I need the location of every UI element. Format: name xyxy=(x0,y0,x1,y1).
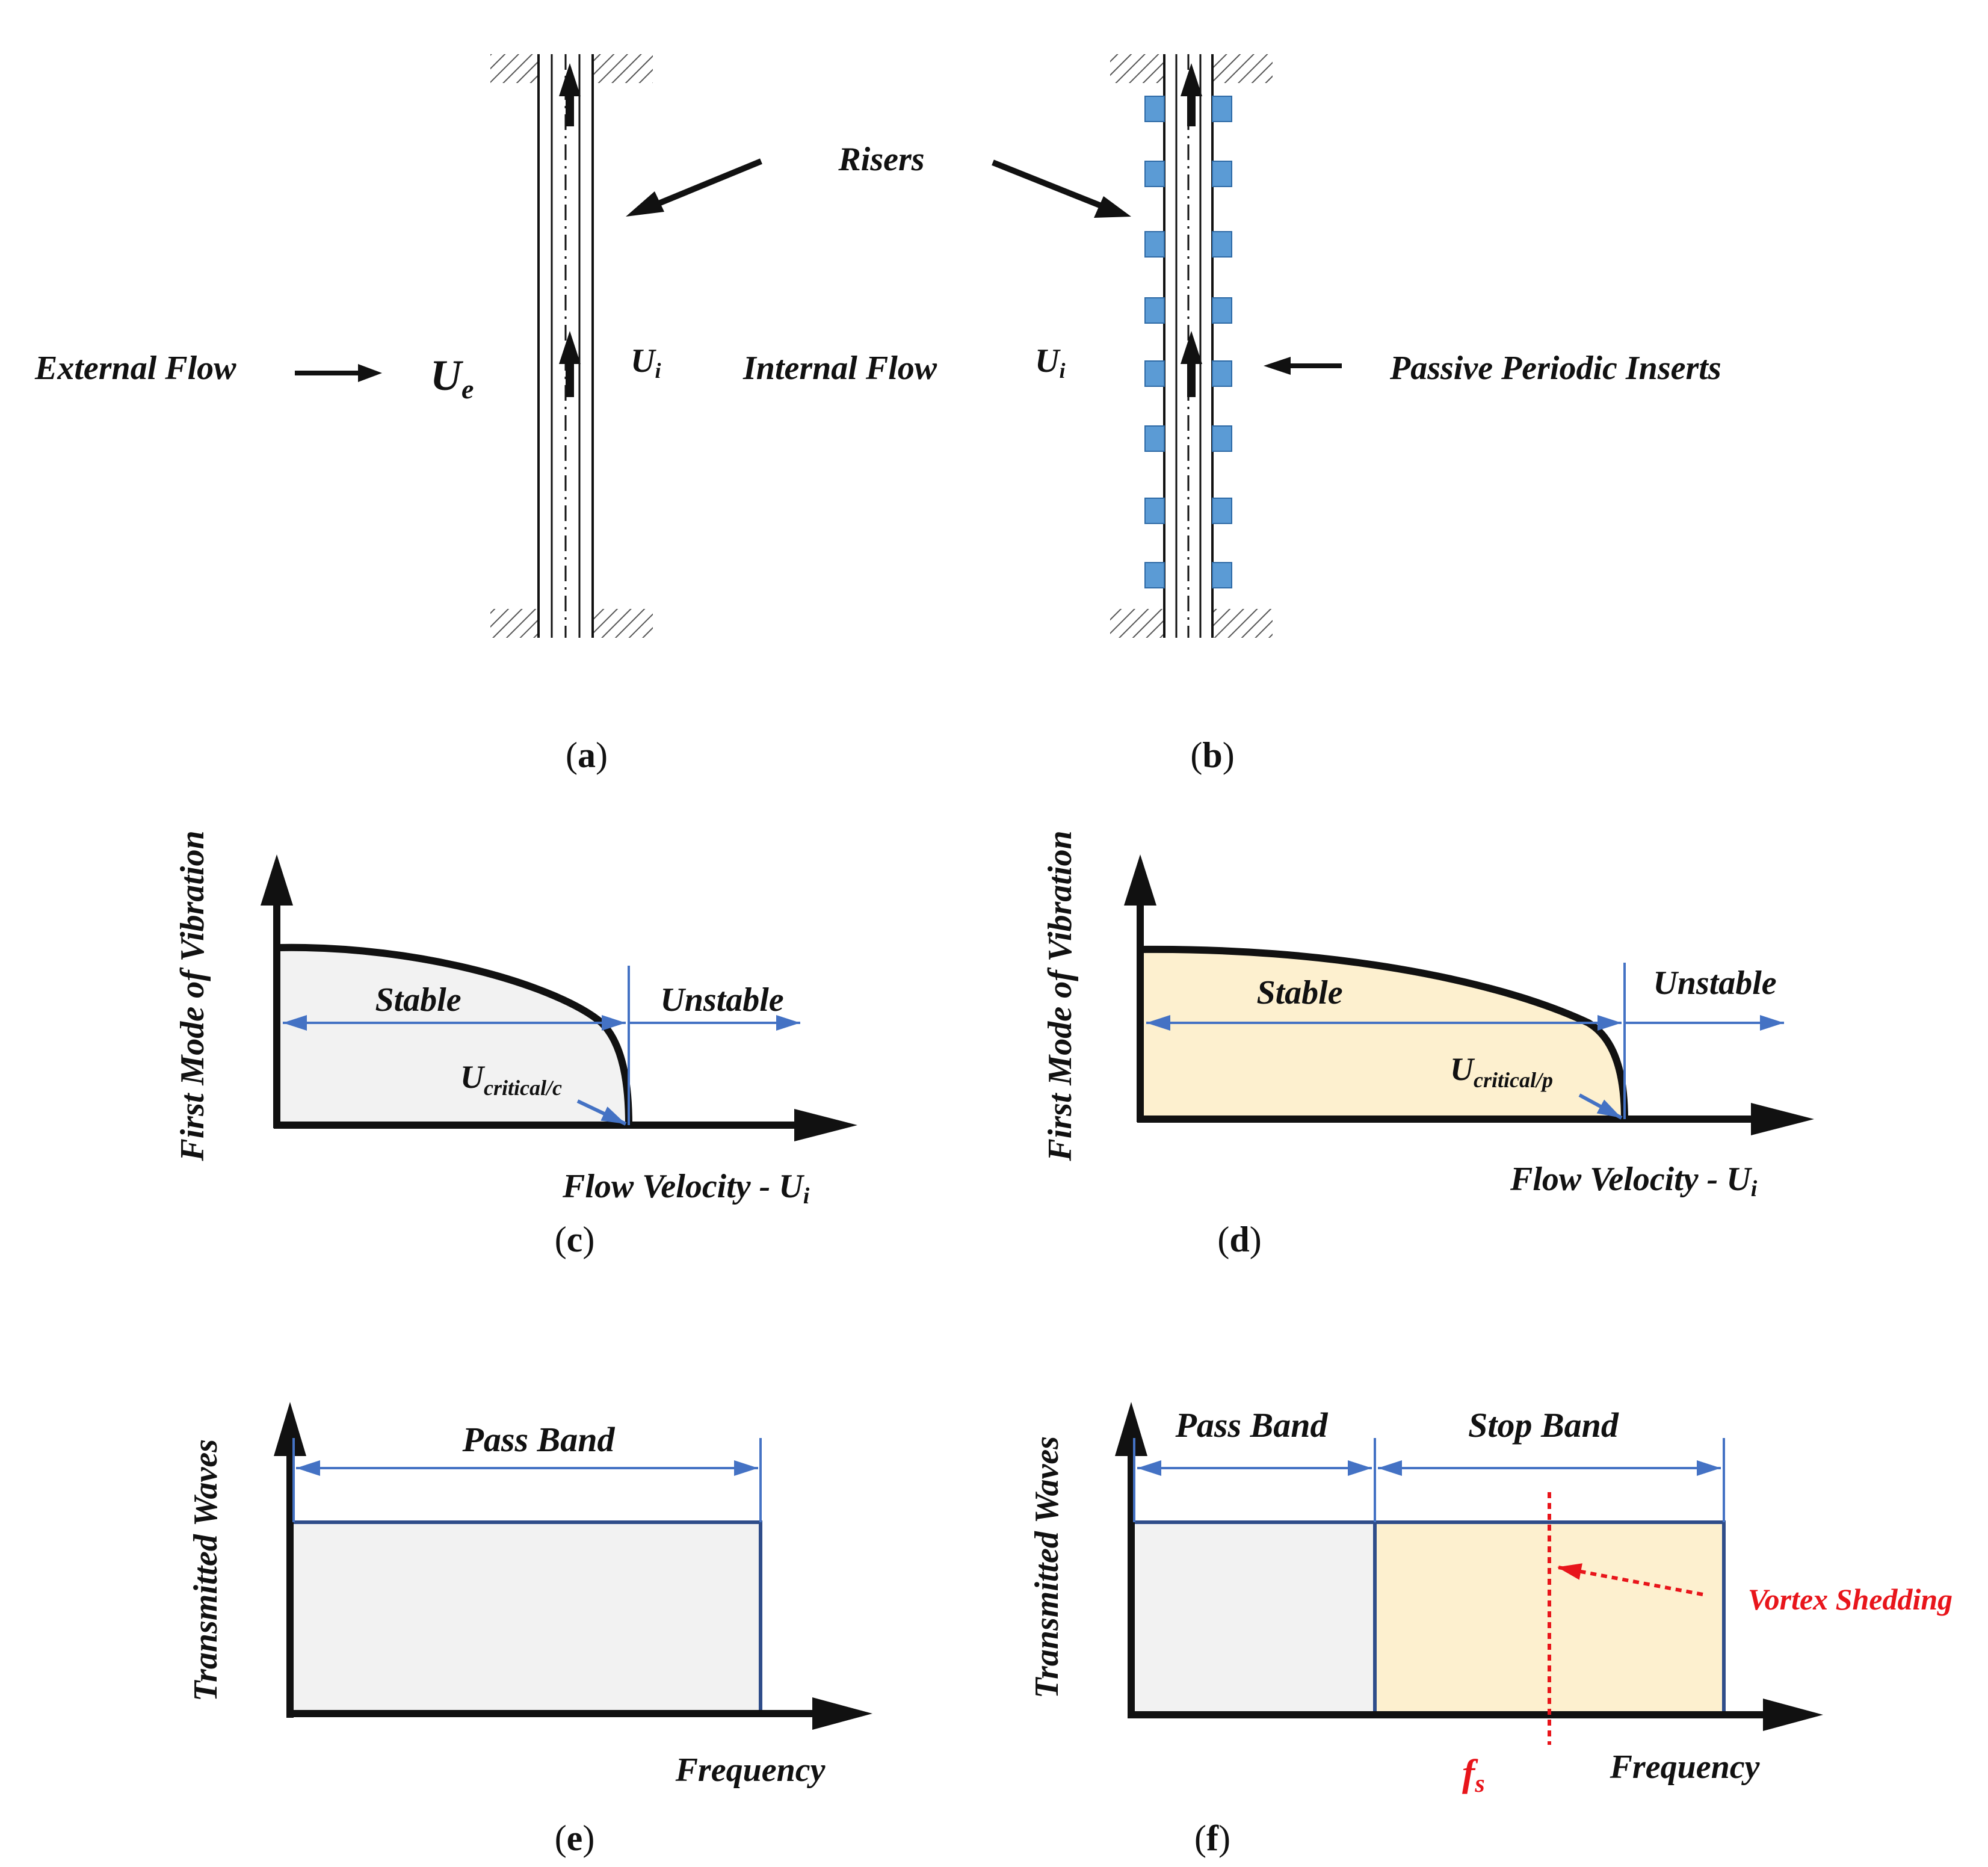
caption-b: (b) xyxy=(1190,735,1234,775)
x-axis-arrow-d-icon xyxy=(1751,1103,1814,1135)
unstable-label-d: Unstable xyxy=(1653,964,1776,1002)
x-axis-arrow-c-icon xyxy=(794,1109,857,1141)
caption-d: (d) xyxy=(1217,1220,1261,1259)
insert-left-7 xyxy=(1144,498,1165,524)
ue-symbol: Ue xyxy=(430,351,474,404)
insert-right-8 xyxy=(1212,562,1232,588)
insert-left-2 xyxy=(1144,161,1165,187)
x-axis-arrow-f-icon xyxy=(1763,1699,1823,1731)
pass-band-label-f: Pass Band xyxy=(1175,1406,1328,1445)
stop-band-label-f: Stop Band xyxy=(1468,1406,1619,1445)
stable-region-fill-c xyxy=(277,947,629,1125)
x-axis-label-c: Flow Velocity - Ui xyxy=(562,1168,810,1209)
insert-left-5 xyxy=(1144,360,1165,387)
x-axis-arrow-e-icon xyxy=(812,1697,872,1730)
risers-label: Risers xyxy=(838,141,924,178)
x-axis-label-d: Flow Velocity - Ui xyxy=(1510,1161,1758,1202)
risers-arrow-left-icon xyxy=(626,158,762,217)
unstable-label-c: Unstable xyxy=(660,981,783,1019)
caption-a: (a) xyxy=(566,735,608,775)
critical-velocity-label-c: Ucritical/c xyxy=(460,1059,562,1100)
external-flow-arrow-icon xyxy=(295,364,382,382)
critical-velocity-label-d: Ucritical/p xyxy=(1450,1051,1553,1092)
critical-pointer-c xyxy=(576,1099,627,1126)
ui-symbol-a: Ui xyxy=(631,342,661,383)
insert-left-6 xyxy=(1144,425,1165,452)
passive-inserts-label: Passive Periodic Inserts xyxy=(1389,350,1721,387)
internal-flow-label: Internal Flow xyxy=(742,350,937,387)
stability-curve-d xyxy=(1140,945,1628,1120)
periodic-inserts xyxy=(1144,96,1232,588)
pass-band-box-f xyxy=(1129,1520,1377,1715)
panel-a: External Flow Ue Ui (a) xyxy=(34,54,661,775)
top-right-support-b xyxy=(1212,54,1273,83)
panel-b: Risers Internal Flow Ui Passive Periodic… xyxy=(626,54,1721,775)
y-axis-arrow-c-icon xyxy=(261,854,293,906)
insert-right-3 xyxy=(1212,231,1232,258)
y-axis-label-c: First Mode of Vibration xyxy=(174,830,211,1161)
x-axis-label-f: Frequency xyxy=(1610,1748,1761,1786)
stable-label-c: Stable xyxy=(375,981,461,1019)
pass-band-box-e xyxy=(288,1520,762,1715)
inserts-pointer-arrow-icon xyxy=(1264,357,1342,375)
insert-left-3 xyxy=(1144,231,1165,258)
panel-e: Pass Band Transmitted Waves Frequency (e… xyxy=(187,1402,872,1858)
top-right-support xyxy=(593,54,653,83)
critical-pointer-d xyxy=(1578,1093,1623,1120)
insert-right-2 xyxy=(1212,161,1232,187)
caption-f: (f) xyxy=(1194,1818,1230,1858)
flow-arrow-up-middle-icon-b xyxy=(1181,331,1202,397)
risers-arrow-right-icon xyxy=(992,159,1131,218)
insert-right-4 xyxy=(1212,297,1232,324)
x-axis-label-e: Frequency xyxy=(675,1751,826,1789)
stable-label-d: Stable xyxy=(1256,974,1342,1011)
flow-arrow-up-top-icon xyxy=(559,63,581,126)
insert-left-8 xyxy=(1144,562,1165,588)
caption-c: (c) xyxy=(555,1220,595,1259)
y-axis-label-e: Transmitted Waves xyxy=(187,1439,224,1702)
bottom-left-support-b xyxy=(1110,609,1164,638)
insert-left-4 xyxy=(1144,297,1165,324)
flow-arrow-up-top-icon-b xyxy=(1181,63,1202,126)
insert-left-1 xyxy=(1144,96,1165,122)
vortex-shedding-pointer xyxy=(1557,1563,1703,1596)
ui-symbol-b: Ui xyxy=(1035,342,1065,383)
bottom-right-support-b xyxy=(1212,609,1273,638)
bottom-right-support xyxy=(593,609,653,638)
panel-f: Pass Band Stop Band Vortex Shedding fs T… xyxy=(1028,1402,1952,1858)
flow-arrow-up-middle-icon xyxy=(559,331,581,397)
caption-e: (e) xyxy=(555,1818,595,1858)
panel-d: Stable Unstable Ucritical/p First Mode o… xyxy=(1042,830,1814,1259)
vortex-shedding-label: Vortex Shedding xyxy=(1748,1582,1952,1616)
y-axis-arrow-f-icon xyxy=(1115,1402,1147,1456)
stability-curve-c xyxy=(276,943,632,1126)
y-axis-arrow-d-icon xyxy=(1124,854,1156,906)
bottom-left-support xyxy=(490,609,539,638)
shedding-frequency-symbol: fs xyxy=(1462,1751,1485,1798)
insert-right-1 xyxy=(1212,96,1232,122)
top-left-support-b xyxy=(1110,54,1164,83)
insert-right-7 xyxy=(1212,498,1232,524)
top-left-support xyxy=(490,54,539,83)
insert-right-6 xyxy=(1212,425,1232,452)
panel-c: Stable Unstable Ucritical/c First Mode o… xyxy=(174,830,857,1259)
insert-right-5 xyxy=(1212,360,1232,387)
stable-region-fill-d xyxy=(1140,949,1625,1119)
pass-band-label-e: Pass Band xyxy=(461,1420,615,1459)
y-axis-label-f: Transmitted Waves xyxy=(1028,1436,1066,1699)
y-axis-arrow-e-icon xyxy=(274,1402,306,1456)
y-axis-label-d: First Mode of Vibration xyxy=(1042,830,1079,1161)
external-flow-label: External Flow xyxy=(34,350,236,387)
